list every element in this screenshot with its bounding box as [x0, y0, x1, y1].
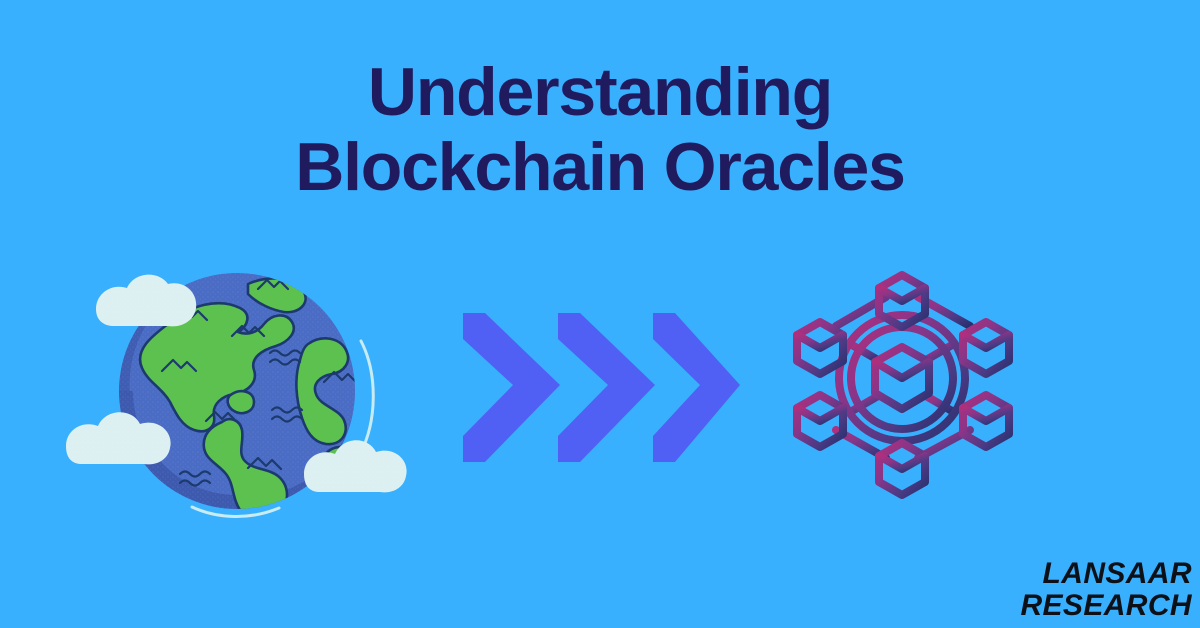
network-node-bottom-right [959, 391, 1013, 451]
globe-cloud-bottom-right [304, 440, 407, 493]
page-title: Understanding Blockchain Oracles [0, 54, 1200, 206]
network-node-top-right [959, 318, 1013, 378]
center-cube-icon [871, 343, 933, 413]
brand-logo-line-1: LANSAAR [1042, 557, 1192, 591]
chevron-right-icon-3 [653, 313, 740, 462]
page-title-line-2: Blockchain Oracles [295, 129, 906, 206]
chevron-right-icon-1 [463, 313, 560, 462]
network-node-top-left [793, 318, 847, 378]
network-node-bottom [875, 439, 929, 499]
chevron-right-icon-2 [558, 313, 655, 462]
blockchain-network-illustration [790, 250, 1035, 505]
arrow-chevrons [455, 305, 745, 470]
brand-logo-line-2: RESEARCH [1020, 589, 1192, 623]
page-title-line-1: Understanding [367, 54, 833, 130]
globe-cloud-top-left [96, 274, 197, 327]
earth-globe-illustration [66, 246, 407, 536]
network-node-bottom-left [793, 391, 847, 451]
brand-logo: LANSAAR RESEARCH [1020, 558, 1192, 622]
globe-cloud-bottom-left [66, 412, 171, 465]
network-node-top [875, 271, 929, 331]
